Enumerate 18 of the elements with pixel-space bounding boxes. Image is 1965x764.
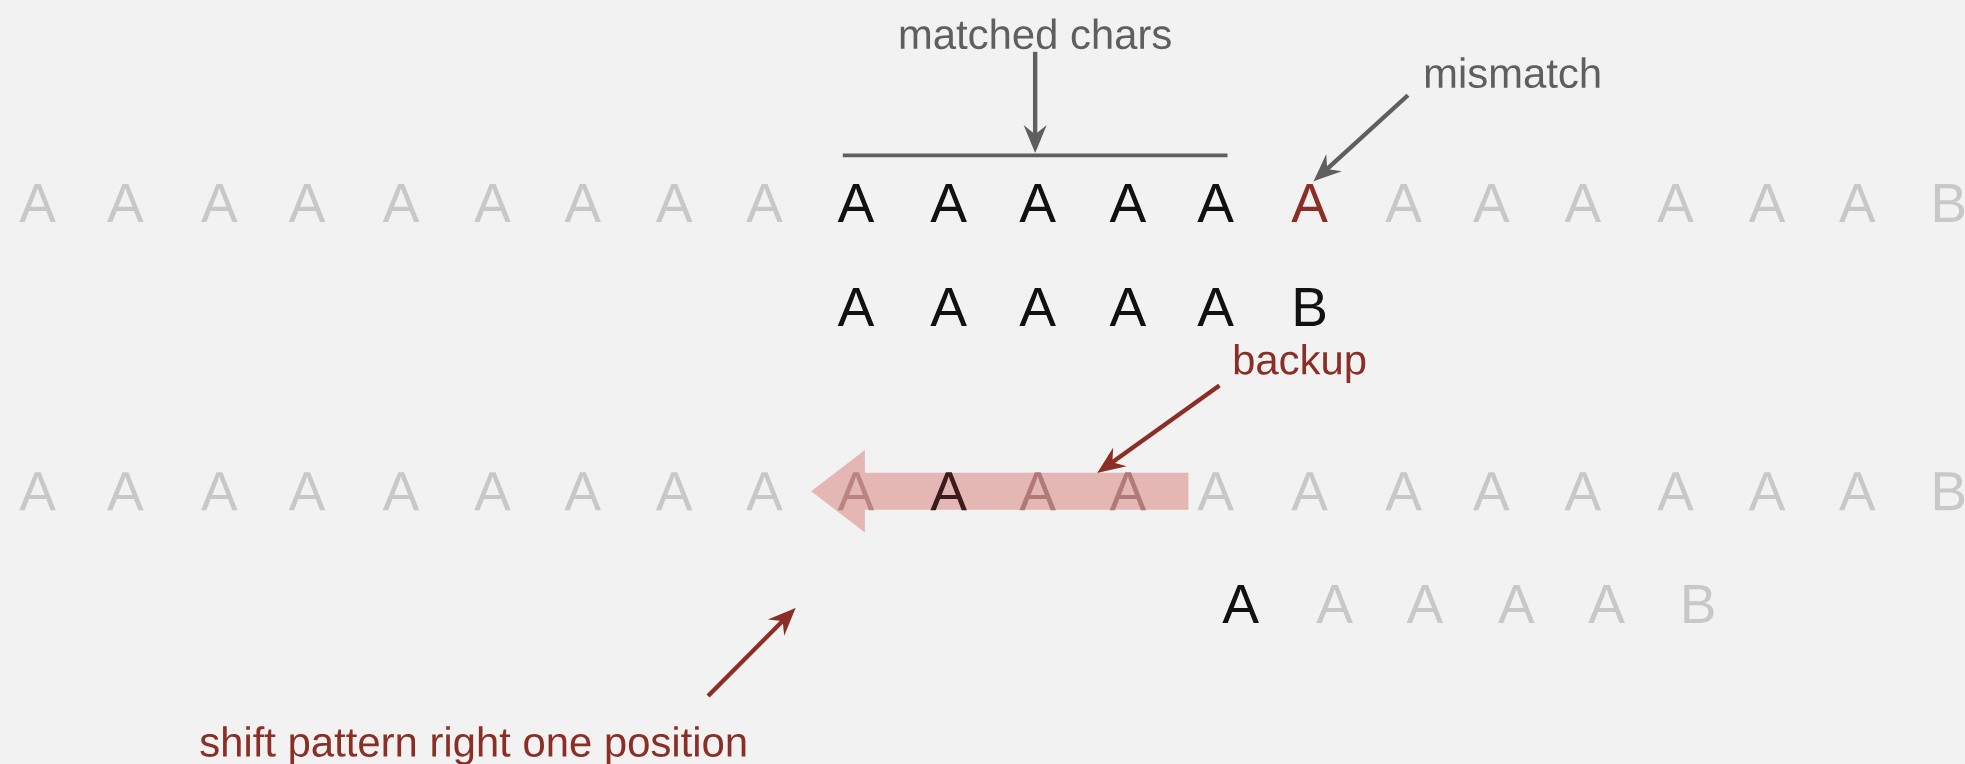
callout-text: mismatch bbox=[1425, 57, 1600, 88]
text-character: A bbox=[930, 287, 967, 326]
callout-text: backup bbox=[1234, 343, 1366, 383]
text-character: A bbox=[930, 472, 967, 510]
text-character: B bbox=[1295, 287, 1326, 326]
text-character: A bbox=[1109, 287, 1147, 326]
callout-text: matched chars bbox=[900, 18, 1171, 49]
text-character: A bbox=[1019, 287, 1056, 326]
text-character: A bbox=[1019, 183, 1056, 222]
text-character: A bbox=[837, 287, 875, 326]
callout-text: shift pattern right one position bbox=[200, 725, 746, 764]
backup-arrow bbox=[811, 449, 1189, 533]
text-character: A bbox=[1197, 287, 1234, 326]
text-character: A bbox=[1109, 472, 1147, 510]
text-character: A bbox=[837, 472, 875, 510]
text-character: A bbox=[1222, 584, 1259, 623]
text-character: A bbox=[1291, 183, 1328, 222]
text-character: A bbox=[1019, 472, 1056, 510]
